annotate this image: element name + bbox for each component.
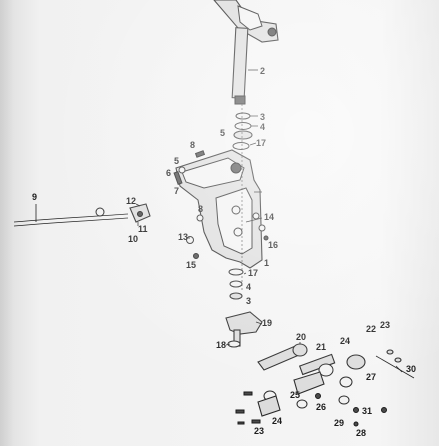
callout-23-low: 23 (254, 426, 264, 436)
steering-cable-part (13, 203, 151, 227)
callout-23-top: 23 (380, 320, 390, 330)
callout-27: 27 (366, 372, 376, 382)
callout-19: 19 (262, 318, 272, 328)
lower-washer-stack (225, 268, 263, 348)
callout-25: 25 (290, 390, 300, 400)
callout-10: 10 (128, 234, 138, 244)
callout-29: 29 (334, 418, 344, 428)
callout-5-left: 5 (174, 156, 179, 166)
callout-16: 16 (268, 240, 278, 250)
callout-31: 31 (362, 406, 372, 416)
callout-9: 9 (32, 192, 37, 202)
callout-3-top: 3 (260, 112, 265, 122)
callout-17-top: 17 (256, 138, 266, 148)
callout-8-mid: 8 (198, 204, 203, 214)
callout-1: 1 (264, 258, 269, 268)
callout-28: 28 (356, 428, 366, 438)
callout-21: 21 (316, 342, 326, 352)
tie-bar-assembly (235, 343, 415, 427)
callout-17-low: 17 (248, 268, 258, 278)
callout-22: 22 (366, 324, 376, 334)
callout-12: 12 (126, 196, 136, 206)
callout-20: 20 (296, 332, 306, 342)
callout-30: 30 (406, 364, 416, 374)
callout-leaders (135, 203, 403, 373)
callout-4-low: 4 (246, 282, 251, 292)
callout-14: 14 (264, 212, 274, 222)
callout-24-low: 24 (272, 416, 282, 426)
steering-shaft-part (231, 27, 258, 105)
callout-2: 2 (260, 66, 265, 76)
callout-3-low: 3 (246, 296, 251, 306)
callout-8-top: 8 (190, 140, 195, 150)
callout-4-top: 4 (260, 122, 265, 132)
callout-15: 15 (186, 260, 196, 270)
callout-6: 6 (166, 168, 171, 178)
callout-11: 11 (138, 224, 148, 234)
callout-5-top: 5 (220, 128, 225, 138)
callout-18: 18 (216, 340, 226, 350)
callout-13: 13 (178, 232, 188, 242)
callout-24-top: 24 (340, 336, 350, 346)
callout-26: 26 (316, 402, 326, 412)
callout-7: 7 (174, 186, 179, 196)
washer-stack (232, 112, 258, 150)
